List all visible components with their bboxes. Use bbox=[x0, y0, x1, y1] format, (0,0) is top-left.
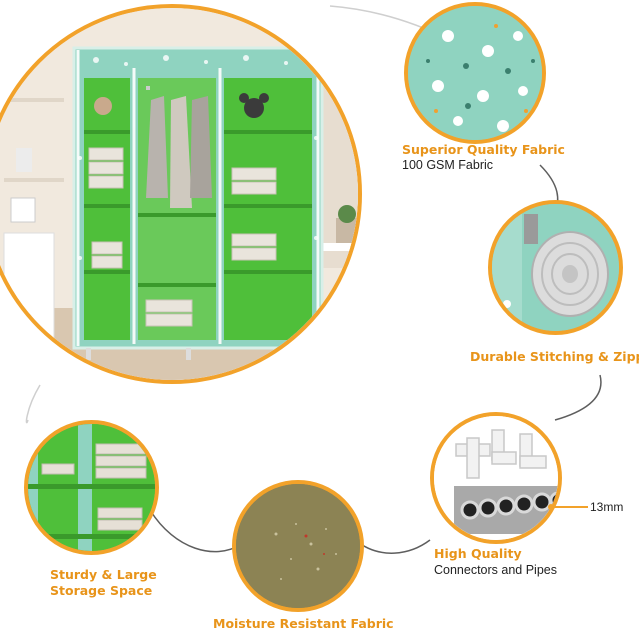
wardrobe-main-image bbox=[0, 4, 362, 384]
moisture-title: Moisture Resistant Fabric bbox=[213, 616, 394, 631]
fabric-pattern-image bbox=[404, 2, 546, 144]
storage-title-line2: Storage Space bbox=[50, 583, 153, 598]
stitching-title: Durable Stitching & Zippers bbox=[470, 349, 639, 364]
fabric-title: Superior Quality Fabric bbox=[402, 142, 565, 157]
storage-title-line1: Sturdy & Large bbox=[50, 567, 157, 582]
connectors-subtitle: Connectors and Pipes bbox=[434, 563, 557, 577]
fabric-subtitle: 100 GSM Fabric bbox=[402, 158, 494, 172]
size-pointer bbox=[548, 504, 588, 510]
stitching-zipper-image bbox=[488, 200, 623, 335]
connectors-title: High Quality bbox=[434, 546, 522, 561]
connectors-pipes-image bbox=[430, 412, 562, 544]
storage-space-image bbox=[24, 420, 159, 555]
pipe-size-label: 13mm bbox=[590, 500, 624, 514]
moisture-fabric-image bbox=[232, 480, 364, 612]
